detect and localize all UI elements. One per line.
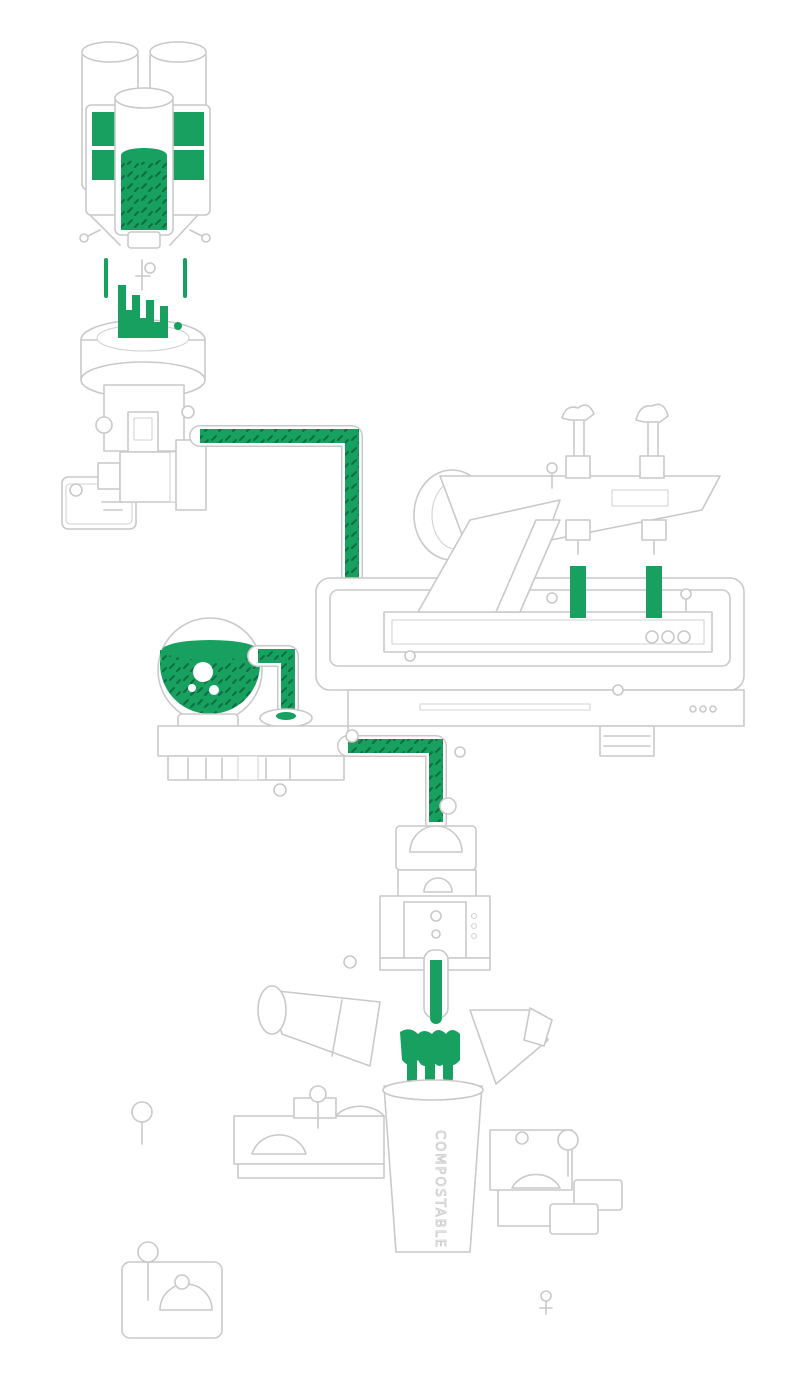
green-pipe-2 [337, 729, 466, 833]
left-conveyor [233, 1085, 385, 1179]
person-icon [174, 1274, 190, 1290]
tilted-cup-left [257, 985, 381, 1067]
grain-hopper [80, 285, 206, 453]
right-conveyor [489, 1129, 623, 1235]
cup-press [343, 825, 491, 1024]
mixing-flask [157, 617, 349, 797]
pulp-splash [400, 1029, 460, 1087]
hopper-base [61, 439, 207, 530]
molding-machine [315, 403, 745, 757]
grain-silos [79, 41, 211, 249]
misc-figures [121, 1101, 553, 1339]
green-pipe-1 [189, 425, 363, 591]
tilted-cup-right [469, 1007, 553, 1085]
falling-grain [104, 258, 187, 298]
cup-brand-text: COMPOSTABLE [432, 1130, 447, 1249]
compostable-cup: COMPOSTABLE [382, 1079, 484, 1253]
